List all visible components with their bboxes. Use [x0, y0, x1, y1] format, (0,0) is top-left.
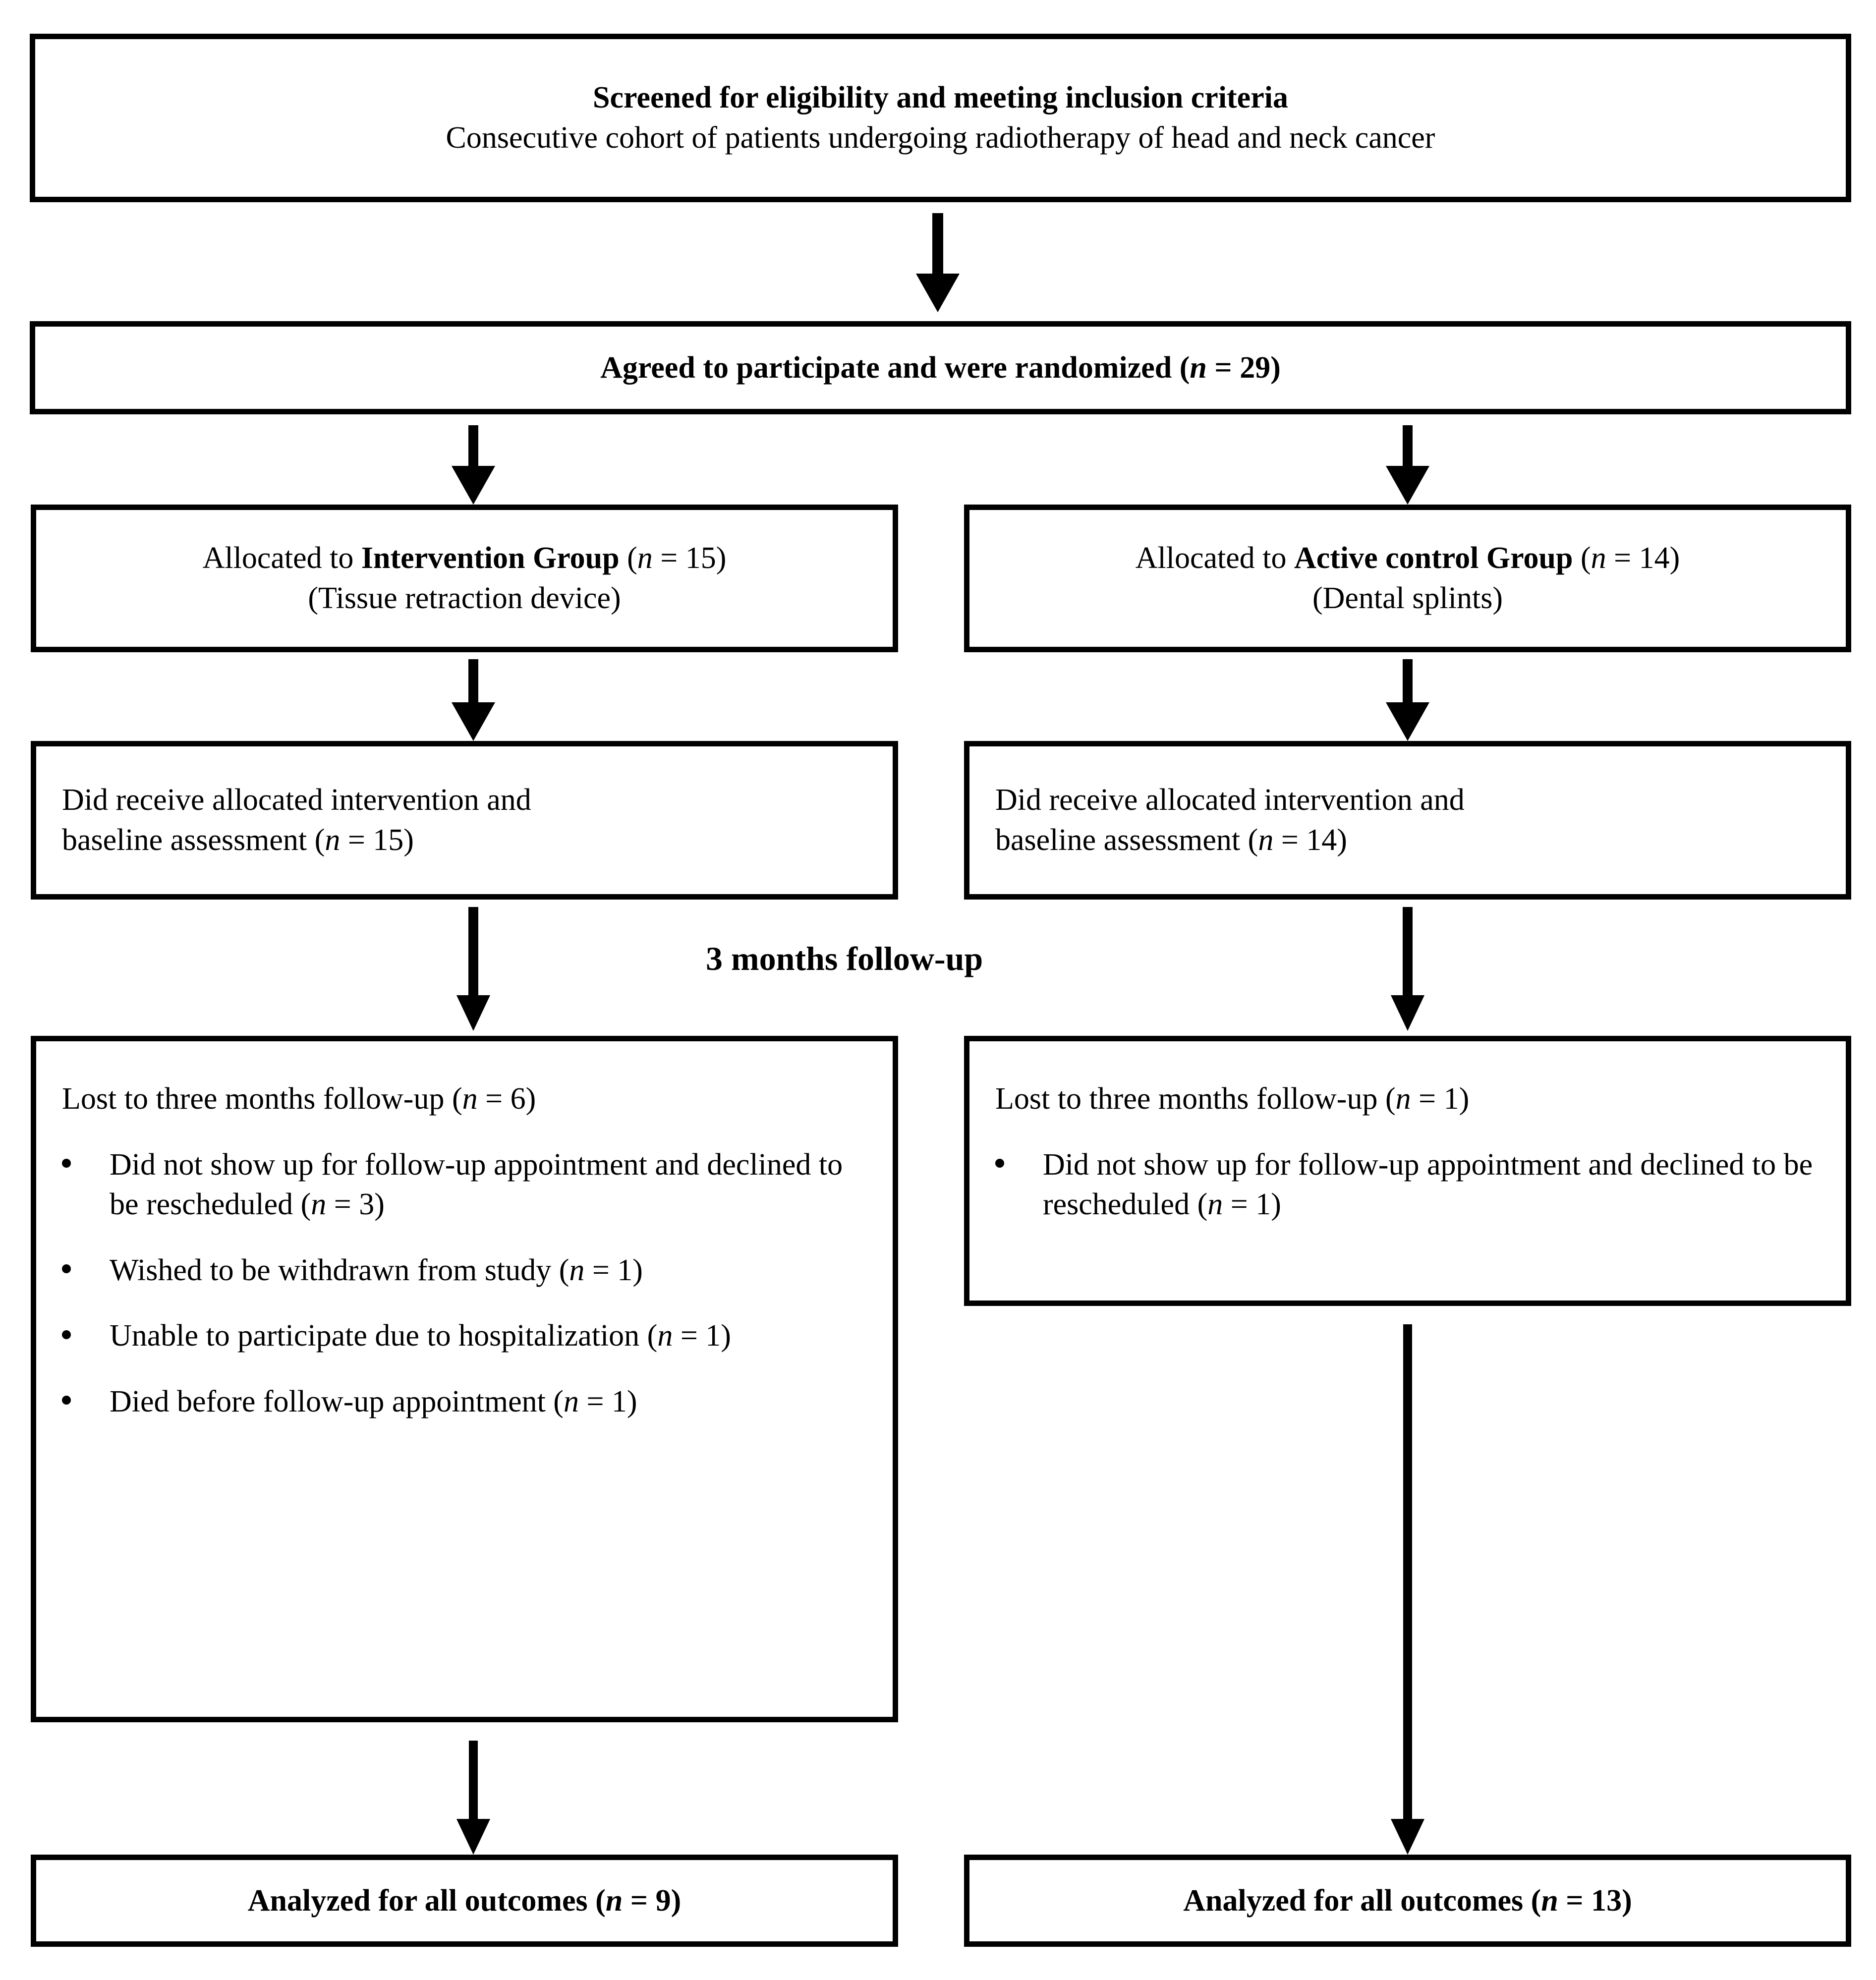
n-symbol: n: [569, 1253, 585, 1287]
allocation-control-group: Active control Group: [1294, 541, 1573, 575]
lost-followup-intervention-heading: Lost to three months follow-up (n = 6): [62, 1082, 536, 1116]
allocation-intervention-group: Intervention Group: [361, 541, 620, 575]
list-item: Wished to be withdrawn from study (n = 1…: [36, 1250, 893, 1291]
analyzed-intervention-label: Analyzed for all outcomes (n = 9): [247, 1883, 682, 1918]
lost-followup-control-box: Lost to three months follow-up (n = 1) D…: [964, 1036, 1851, 1306]
analyzed-control-box: Analyzed for all outcomes (n = 13): [964, 1855, 1851, 1947]
bullet-icon: [62, 1159, 71, 1168]
n-symbol: n: [657, 1319, 673, 1353]
list-item: Unable to participate due to hospitaliza…: [36, 1316, 893, 1356]
n-symbol: n: [325, 823, 341, 857]
randomization-label: Agreed to participate and were randomize…: [600, 350, 1281, 385]
lost-followup-intervention-box: Lost to three months follow-up (n = 6) D…: [31, 1036, 898, 1722]
n-symbol: n: [462, 1082, 478, 1116]
received-control-line2: baseline assessment (n = 14): [995, 823, 1347, 857]
n-symbol: n: [637, 541, 653, 575]
n-symbol: n: [311, 1188, 327, 1222]
received-intervention-line2: baseline assessment (n = 15): [62, 823, 414, 857]
allocation-intervention-box: Allocated to Intervention Group (n = 15)…: [31, 505, 898, 652]
n-symbol: n: [1591, 541, 1606, 575]
received-intervention-box: Did receive allocated intervention and b…: [31, 741, 898, 900]
analyzed-control-label: Analyzed for all outcomes (n = 13): [1183, 1883, 1632, 1918]
stage-label-3-months-followup: 3 months follow-up: [706, 940, 983, 977]
n-symbol: n: [1207, 1188, 1223, 1222]
list-item: Did not show up for follow-up appointmen…: [36, 1145, 893, 1225]
n-symbol: n: [563, 1384, 579, 1418]
allocation-control-box: Allocated to Active control Group (n = 1…: [964, 505, 1851, 652]
analyzed-intervention-box: Analyzed for all outcomes (n = 9): [31, 1855, 898, 1947]
screening-box: Screened for eligibility and meeting inc…: [30, 34, 1851, 202]
allocation-control-label: Allocated to Active control Group (n = 1…: [1135, 541, 1680, 575]
screening-title: Screened for eligibility and meeting inc…: [593, 81, 1288, 115]
randomization-box: Agreed to participate and were randomize…: [30, 321, 1851, 414]
lost-followup-control-heading: Lost to three months follow-up (n = 1): [995, 1082, 1470, 1116]
received-intervention-line1: Did receive allocated intervention and: [62, 783, 531, 817]
lost-followup-intervention-list: Did not show up for follow-up appointmen…: [36, 1119, 893, 1422]
n-symbol: n: [1541, 1883, 1558, 1918]
lost-followup-control-list: Did not show up for follow-up appointmen…: [969, 1119, 1846, 1225]
n-symbol: n: [1190, 350, 1207, 385]
n-symbol: n: [605, 1883, 623, 1918]
bullet-icon: [62, 1330, 71, 1339]
bullet-icon: [995, 1159, 1004, 1168]
received-control-box: Did receive allocated intervention and b…: [964, 741, 1851, 900]
list-item: Died before follow-up appointment (n = 1…: [36, 1382, 893, 1422]
n-symbol: n: [1395, 1082, 1411, 1116]
allocation-intervention-label: Allocated to Intervention Group (n = 15): [202, 541, 727, 575]
allocation-intervention-detail: (Tissue retraction device): [308, 581, 621, 615]
n-symbol: n: [1258, 823, 1274, 857]
bullet-icon: [62, 1264, 71, 1274]
screening-subtitle: Consecutive cohort of patients undergoin…: [446, 121, 1435, 155]
list-item: Did not show up for follow-up appointmen…: [969, 1145, 1846, 1225]
received-control-line1: Did receive allocated intervention and: [995, 783, 1465, 817]
allocation-control-detail: (Dental splints): [1312, 581, 1503, 615]
bullet-icon: [62, 1396, 71, 1405]
